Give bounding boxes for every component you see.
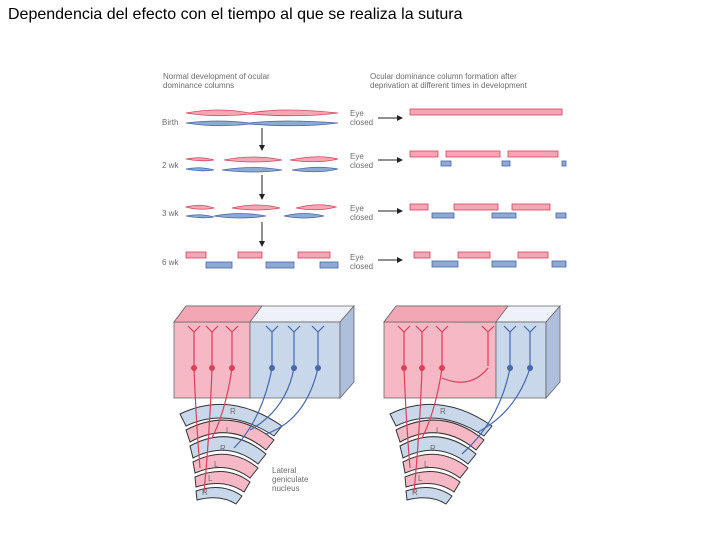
lgn-right-layer-6: R: [412, 488, 418, 497]
closed-word: closed: [350, 118, 374, 127]
eye-word: Eye: [350, 152, 364, 161]
eye-word: Eye: [350, 109, 364, 118]
stage-label-6wk: 6 wk: [162, 258, 179, 267]
closed-word: closed: [350, 262, 374, 271]
lgn-label-line2: geniculate: [272, 475, 309, 484]
lgn-right-layer-1: R: [440, 407, 446, 416]
2wk-normal-columns: [185, 156, 339, 173]
right-heading: Ocular dominance column formation after …: [370, 72, 527, 90]
neurons-normal: [187, 325, 325, 493]
eye-word: Eye: [350, 204, 364, 213]
lgn-right-layer-3: R: [430, 444, 436, 453]
lgn-left-layer-3: R: [220, 444, 226, 453]
lgn-normal: [179, 403, 283, 505]
lgn-right-layer-2: L: [436, 426, 441, 435]
6wk-deprived-columns: [413, 251, 567, 268]
lgn-right-layer-5: L: [418, 474, 423, 483]
lgn-label-line1: Lateral: [272, 466, 297, 475]
cortex-block-deprived: [383, 304, 561, 400]
lgn-left-layer-2: L: [226, 426, 231, 435]
3wk-deprived-columns: [409, 203, 567, 219]
6wk-normal-columns: [185, 251, 339, 269]
stage-label-2wk: 2 wk: [162, 161, 179, 170]
left-heading-line1: Normal development of ocular: [163, 72, 270, 81]
lgn-left-layer-5: L: [208, 474, 213, 483]
eye-closed-label-6wk: Eye closed: [350, 253, 373, 271]
stage-label-3wk: 3 wk: [162, 209, 179, 218]
eye-closed-label-birth: Eye closed: [350, 109, 373, 127]
birth-deprived-columns: [409, 108, 563, 116]
slide-title: Dependencia del efecto con el tiempo al …: [8, 6, 463, 23]
birth-normal-columns: [185, 109, 339, 127]
lgn-left-layer-1: R: [230, 407, 236, 416]
eye-closed-label-3wk: Eye closed: [350, 204, 373, 222]
closed-word: closed: [350, 161, 374, 170]
lgn-left-layer-4: L: [214, 460, 219, 469]
left-heading-line2: dominance columns: [163, 81, 235, 90]
2wk-deprived-columns: [409, 150, 567, 167]
lgn-label: Lateral geniculate nucleus: [272, 466, 308, 493]
eye-closed-label-2wk: Eye closed: [350, 152, 373, 170]
lgn-label-line3: nucleus: [272, 484, 300, 493]
right-heading-line2: deprivation at different times in develo…: [370, 81, 527, 90]
lgn-right-layer-4: L: [424, 460, 429, 469]
lgn-left-layer-6: R: [202, 488, 208, 497]
neurons-deprived: [397, 325, 537, 493]
stage-label-birth: Birth: [162, 118, 179, 127]
left-heading: Normal development of ocular dominance c…: [163, 72, 270, 90]
3wk-normal-columns: [184, 204, 338, 219]
closed-word: closed: [350, 213, 374, 222]
right-heading-line1: Ocular dominance column formation after: [370, 72, 517, 81]
eye-word: Eye: [350, 253, 364, 262]
cortex-block-normal: [173, 304, 355, 400]
lgn-deprived: [389, 403, 493, 505]
